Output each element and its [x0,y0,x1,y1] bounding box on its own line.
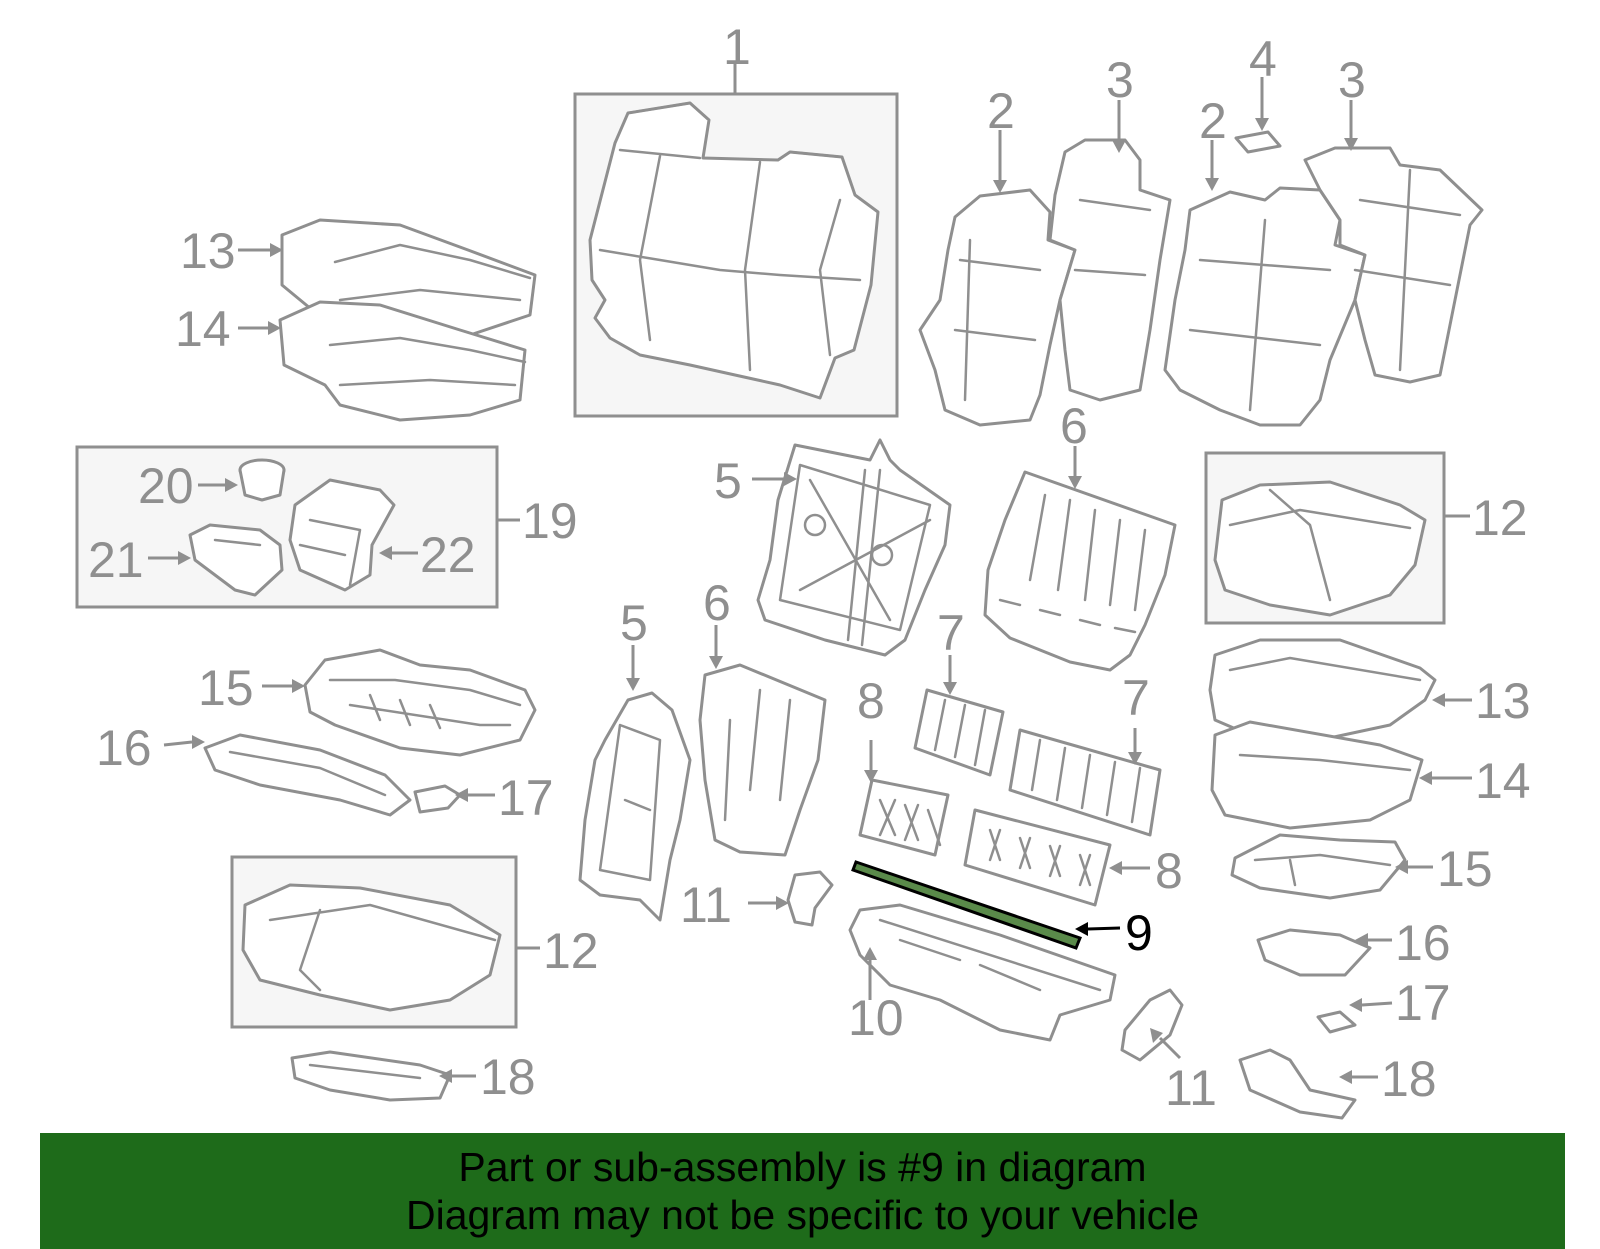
part-12-cushion-right [1213,480,1427,617]
callout-8: 8 [857,673,885,729]
part-5-side-frame-lower [578,691,692,922]
part-15-cushion-frame-left [303,648,537,757]
callout-6: 6 [703,575,731,631]
callout-1: 1 [723,19,751,75]
part-13-14-cushion-right [1208,638,1437,830]
part-9-highlighted [851,860,1082,950]
callout-20: 20 [138,458,194,514]
part-7-strips [913,688,1162,837]
callout-11: 11 [1165,1060,1217,1116]
callout-15: 15 [198,660,254,716]
callout-16: 16 [96,720,152,776]
part-8-pads [858,778,1112,907]
callout-17: 17 [498,770,554,826]
callout-11: 11 [680,877,732,933]
callout-22: 22 [420,527,476,583]
callout-7: 7 [937,605,965,661]
part-2-3-seat-back-left [918,138,1172,427]
callout-19: 19 [522,493,578,549]
callout-18: 18 [480,1049,536,1105]
part-20-21-22-console [188,458,396,597]
part-16-17-bracket-left [203,733,462,817]
callout-3: 3 [1106,52,1134,108]
callout-13: 13 [180,223,236,279]
part-15-18-right [1230,833,1407,1120]
callout-16: 16 [1395,915,1451,971]
footer-banner: Part or sub-assembly is #9 in diagram Di… [40,1133,1565,1249]
part-6-panel-lower [698,663,827,857]
callout-6: 6 [1060,398,1088,454]
callout-8: 8 [1155,843,1183,899]
part-6-back-panel-upper [983,470,1177,672]
callout-13: 13 [1475,673,1531,729]
callout-3: 3 [1338,52,1366,108]
callout-18: 18 [1381,1051,1437,1107]
part-13-14-cushion-left [278,218,537,422]
footer-line-disclaimer: Diagram may not be specific to your vehi… [405,1192,1199,1238]
callout-17: 17 [1395,975,1451,1031]
callout-10: 10 [848,990,904,1046]
callout-7: 7 [1122,670,1150,726]
callout-21: 21 [88,532,144,588]
part-5-back-frame-upper [756,438,952,657]
callout-5: 5 [714,453,742,509]
part-10-base-frame [848,903,1117,1042]
callout-12: 12 [1472,490,1528,546]
callout-4: 4 [1249,31,1277,87]
part-1-seat-back [588,101,880,400]
callout-numbers: 1 2 3 2 4 3 13 14 20 19 21 22 5 6 12 15 … [88,19,1531,1116]
part-12-cushion-left [241,883,502,1012]
part-2-3-seat-back-right [1163,130,1484,427]
part-11-brackets [786,870,1184,1062]
callout-9: 9 [1125,905,1153,961]
callout-14: 14 [175,301,231,357]
callout-2: 2 [1199,93,1227,149]
callout-15: 15 [1437,841,1493,897]
part-18-trim-left [290,1050,452,1102]
callout-14: 14 [1475,753,1531,809]
callout-2: 2 [987,83,1015,139]
callout-12: 12 [543,923,599,979]
callout-5: 5 [620,595,648,651]
group-box-console [75,445,499,609]
leader-lines [148,64,1472,1084]
footer-line-part-number: Part or sub-assembly is #9 in diagram [458,1144,1147,1190]
